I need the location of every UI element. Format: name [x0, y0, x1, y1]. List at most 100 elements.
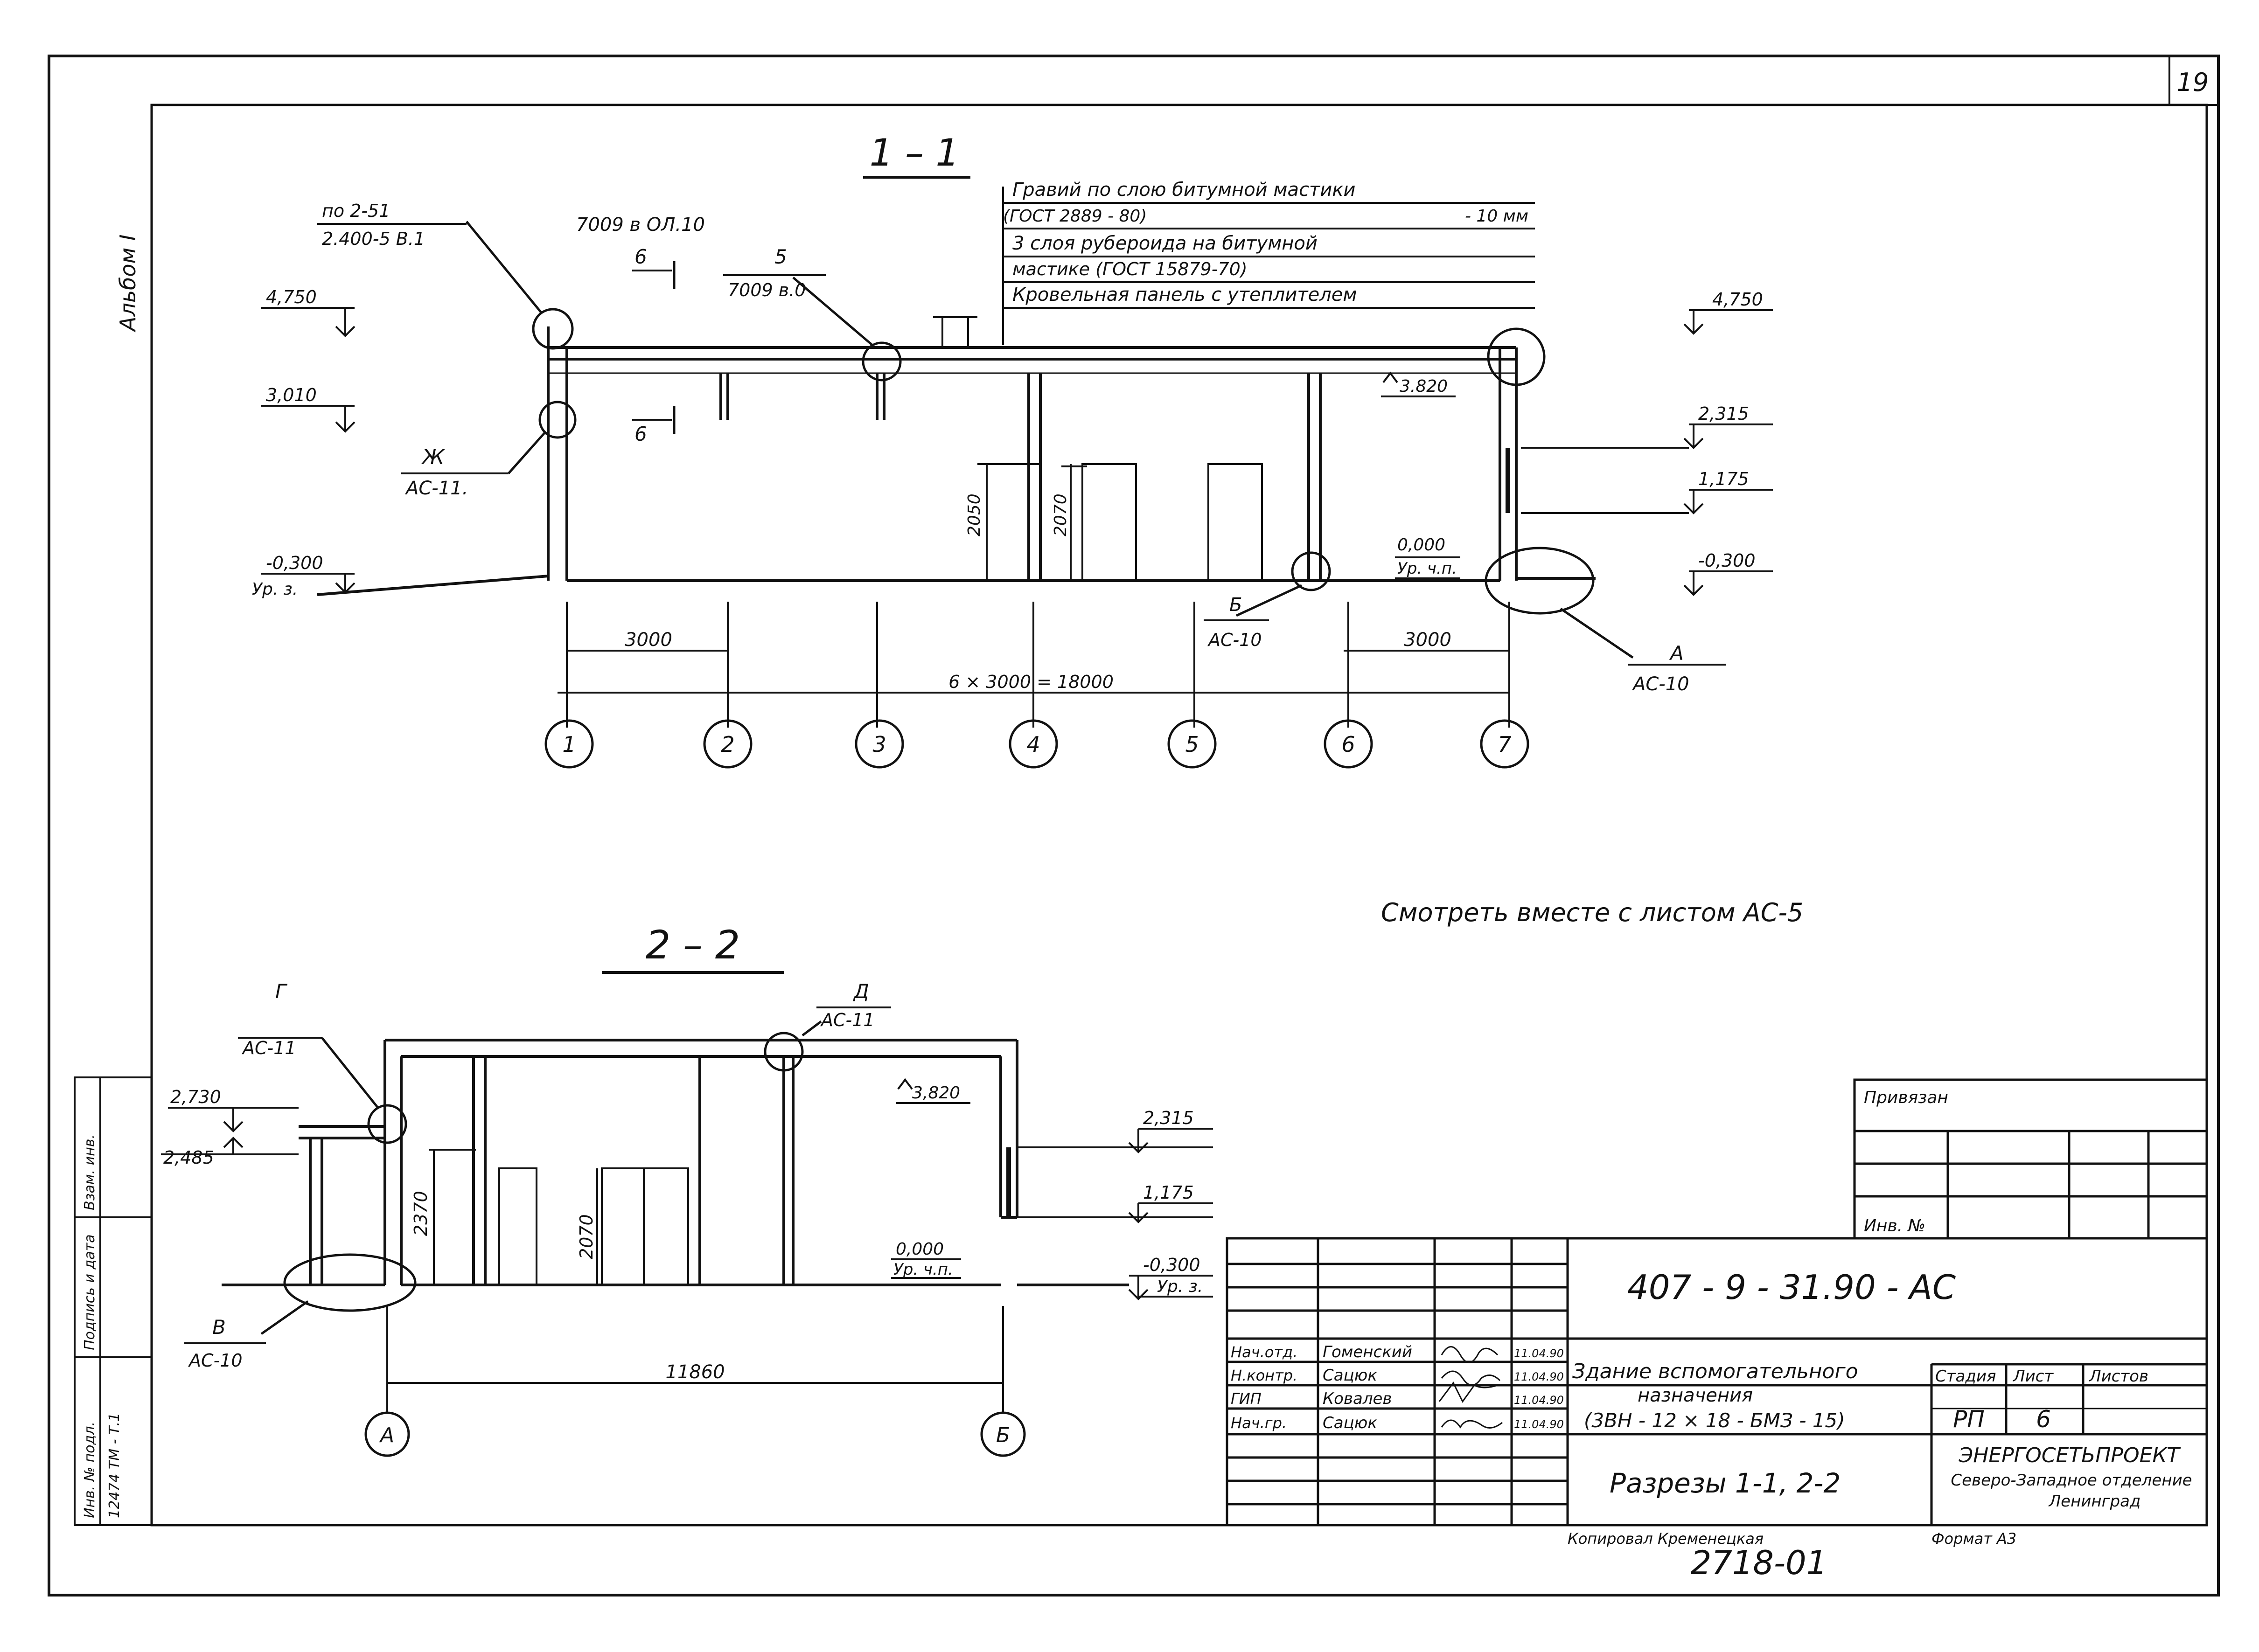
node-d-label: Д — [853, 980, 869, 1003]
sig-role-4: Нач.гр. — [1231, 1414, 1287, 1432]
axis-7: 7 — [1498, 732, 1511, 757]
level-2-2-1175: 1,175 — [1143, 1182, 1194, 1203]
cut-6-bottom: 6 — [634, 423, 647, 445]
svg-text:мастике (ГОСТ 15879-70): мастике (ГОСТ 15879-70) — [1012, 259, 1248, 279]
section-1-1-outline — [317, 316, 1596, 596]
section-2-2-outline — [222, 1039, 1129, 1286]
sig-name-1: Гоменский — [1323, 1343, 1412, 1361]
node-a-marker — [1485, 547, 1595, 615]
axis-1: 1 — [562, 732, 576, 757]
strip-signature-date: Подпись и дата — [82, 1235, 98, 1351]
node-right-top-marker — [1487, 327, 1546, 386]
dim-door-2070: 2070 — [1051, 493, 1070, 536]
sig-name-2: Сацюк — [1323, 1366, 1377, 1385]
node-g-marker — [367, 1104, 407, 1144]
node-5-marker — [862, 341, 902, 382]
svg-text:- 10 мм: - 10 мм — [1465, 207, 1528, 226]
dim-2-2-2370: 2370 — [411, 1191, 431, 1236]
strip-inv-number: Инв. № подл. — [82, 1422, 98, 1518]
node-5-label: 5 — [774, 245, 787, 268]
node-top-left-marker — [532, 308, 574, 350]
axis-b: Б — [996, 1423, 1010, 1447]
node-b-label: Б — [1229, 594, 1242, 616]
album-label: Альбом I — [115, 235, 140, 333]
binding-title: Привязан — [1864, 1088, 1948, 1107]
node-d-marker — [764, 1032, 804, 1072]
section-2-2: 2 – 2 — [161, 922, 1213, 1457]
binding-block: Привязан Инв. № — [1853, 1078, 2208, 1240]
node-a-sheet: АС-10 — [1632, 673, 1689, 695]
sig-role-2: Н.контр. — [1231, 1367, 1297, 1384]
org-name: ЭНЕРГОСЕТЬПРОЕКТ — [1958, 1444, 2181, 1467]
axes-a-b — [364, 1411, 1026, 1457]
building-name-3: (3ВН - 12 × 18 - БМЗ - 15) — [1584, 1409, 1845, 1432]
format-label: Формат А3 — [1931, 1530, 2016, 1548]
sig-date-2: 11.04.90 — [1514, 1370, 1564, 1383]
section-1-1: 1 – 1 Гравий по слою битумной мастики (Г… — [252, 131, 1773, 769]
node-zh-sheet: АС-11. — [404, 478, 468, 499]
axis-5: 5 — [1185, 732, 1199, 757]
level-inside-0000: 0,000 — [1397, 535, 1445, 555]
left-approval-strip: Взам. инв. Подпись и дата Инв. № подл. 1… — [74, 1076, 153, 1526]
level-2-2-3820: 3,820 — [912, 1083, 960, 1103]
level-2-2-2730: 2,730 — [170, 1087, 221, 1107]
dim-2-2-2070: 2070 — [576, 1214, 597, 1259]
sheet-frame — [48, 55, 2220, 1596]
sheet-name: Разрезы 1-1, 2-2 — [1610, 1467, 1841, 1499]
cut-6-top: 6 — [634, 245, 647, 268]
handwritten-signatures — [1438, 1346, 1503, 1429]
svg-text:3 слоя рубероида на битумной: 3 слоя рубероида на битумной — [1012, 233, 1318, 254]
sheet-header: Лист — [2012, 1367, 2054, 1386]
node-v-marker — [283, 1253, 417, 1312]
sig-date-1: 11.04.90 — [1514, 1347, 1564, 1360]
level-2-2-m0300: -0,300 — [1143, 1255, 1200, 1275]
node-b-marker — [1291, 551, 1331, 591]
node-a-label: А — [1669, 642, 1684, 665]
node-b-sheet: АС-10 — [1207, 630, 1262, 650]
document-code: 407 - 9 - 31.90 - АС — [1627, 1268, 1956, 1307]
strip-inv-value: 12474 ТМ - Т.1 — [106, 1413, 123, 1518]
roof-layers-note: Гравий по слою битумной мастики (ГОСТ 28… — [1002, 179, 1535, 345]
level-right-1175: 1,175 — [1698, 469, 1749, 489]
top-left-ref-1: по 2-51 — [322, 201, 390, 221]
node-zh-label: Ж — [421, 445, 445, 469]
axis-3: 3 — [872, 732, 886, 757]
sig-role-1: Нач.отд. — [1231, 1343, 1297, 1361]
axis-4: 4 — [1026, 732, 1040, 757]
axes-1-7 — [544, 719, 1529, 769]
node-d-sheet: АС-11 — [820, 1010, 875, 1030]
title-block: 407 - 9 - 31.90 - АС Нач.отд. Гоменский … — [1226, 1237, 2208, 1527]
stage-header: Стадия — [1935, 1367, 1996, 1386]
org-branch: Северо-Западное отделение — [1951, 1471, 2192, 1490]
see-also-note: Смотреть вместе с листом АС-5 — [1381, 898, 1803, 927]
level-2-2-2485: 2,485 — [163, 1147, 214, 1168]
level-2-2-floor: Ур. ч.п. — [893, 1260, 953, 1279]
level-2-2-2315: 2,315 — [1143, 1108, 1194, 1128]
top-left-ref-2: 2.400-5 В.1 — [322, 229, 425, 249]
dim-door-2050: 2050 — [965, 493, 984, 536]
level-right-m0300: -0,300 — [1698, 550, 1756, 571]
dim-total: 6 × 3000 = 18000 — [948, 672, 1114, 692]
node-zh-marker — [538, 401, 577, 439]
node-5-ref: 7009 в.0 — [728, 280, 806, 300]
axis-a: А — [379, 1423, 394, 1447]
series-ref: 7009 в ОЛ.10 — [576, 214, 705, 236]
level-right-4750: 4,750 — [1712, 289, 1763, 310]
node-v-sheet: АС-10 — [188, 1350, 243, 1371]
level-2-2-ground: Ур. з. — [1157, 1277, 1203, 1296]
level-left-3010: 3,010 — [266, 385, 317, 405]
level-left-4750: 4,750 — [266, 287, 317, 307]
svg-text:(ГОСТ 2889 - 80): (ГОСТ 2889 - 80) — [1003, 207, 1147, 226]
org-city: Ленинград — [2048, 1492, 2141, 1511]
sig-date-3: 11.04.90 — [1514, 1394, 1564, 1407]
sig-role-3: ГИП — [1231, 1390, 1262, 1408]
dim-2-2-total: 11860 — [665, 1361, 725, 1383]
binding-inv-label: Инв. № — [1864, 1216, 1925, 1236]
level-2-2-0000: 0,000 — [896, 1240, 944, 1259]
node-g-label: Г — [275, 980, 288, 1003]
axis-2: 2 — [721, 732, 734, 757]
level-left-ground: Ур. з. — [252, 580, 298, 599]
node-v-label: В — [212, 1316, 226, 1339]
sig-date-4: 11.04.90 — [1514, 1418, 1564, 1431]
